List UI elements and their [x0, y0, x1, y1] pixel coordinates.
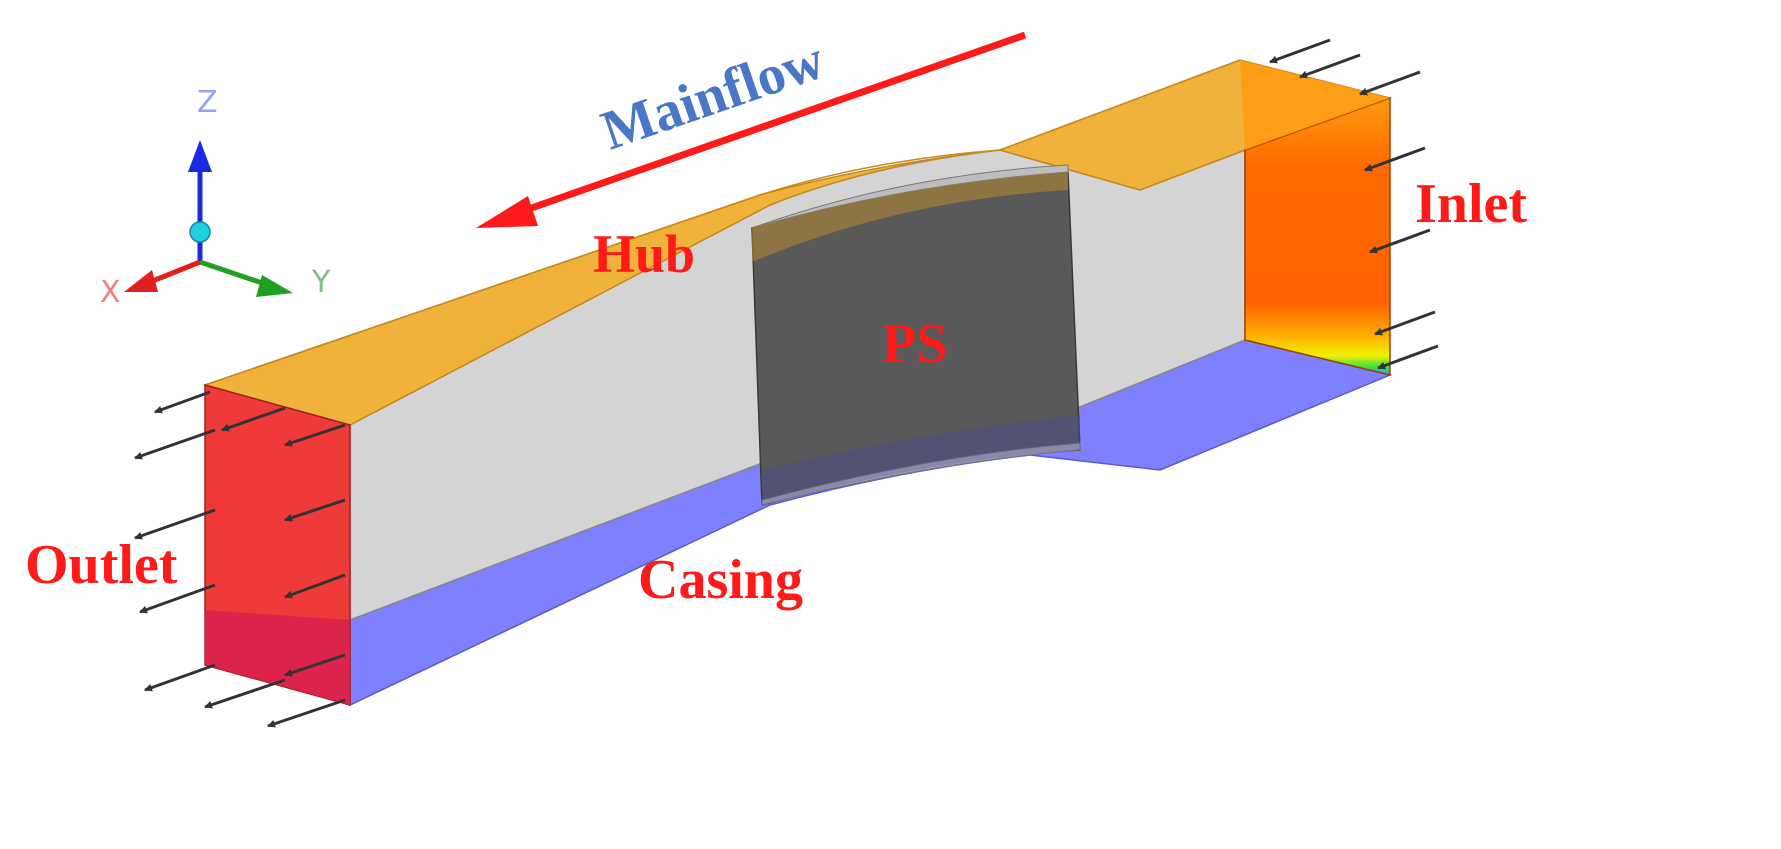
- inlet-label: Inlet: [1415, 173, 1527, 235]
- z-axis-arrowhead: [188, 140, 212, 172]
- hub-label: Hub: [593, 224, 695, 284]
- inlet-flow-arrows: [1269, 38, 1439, 370]
- inlet-face-top: [1240, 60, 1390, 150]
- hub-face-back: [204, 59, 1241, 386]
- x-axis-line: [149, 259, 201, 285]
- blade-bottom-edge: [761, 442, 1081, 506]
- coordinate-axes: [124, 140, 293, 297]
- x-axis-label: X: [100, 275, 121, 310]
- z-axis-label: Z: [197, 85, 218, 120]
- ps-label: PS: [882, 313, 947, 375]
- outlet-face-lower: [205, 610, 350, 705]
- y-axis-label: Y: [311, 265, 331, 300]
- outlet-flow-arrows: [134, 390, 346, 728]
- outlet-label: Outlet: [25, 534, 178, 596]
- blade-casing-overlap: [762, 415, 1080, 505]
- x-axis-arrowhead: [124, 270, 158, 292]
- y-axis-line: [199, 259, 269, 288]
- mainflow-arrow: [476, 31, 1027, 228]
- y-axis-arrowhead: [256, 275, 293, 297]
- axis-origin: [189, 221, 211, 243]
- casing-label: Casing: [638, 549, 803, 611]
- blade-hub-overlap: [752, 172, 1068, 262]
